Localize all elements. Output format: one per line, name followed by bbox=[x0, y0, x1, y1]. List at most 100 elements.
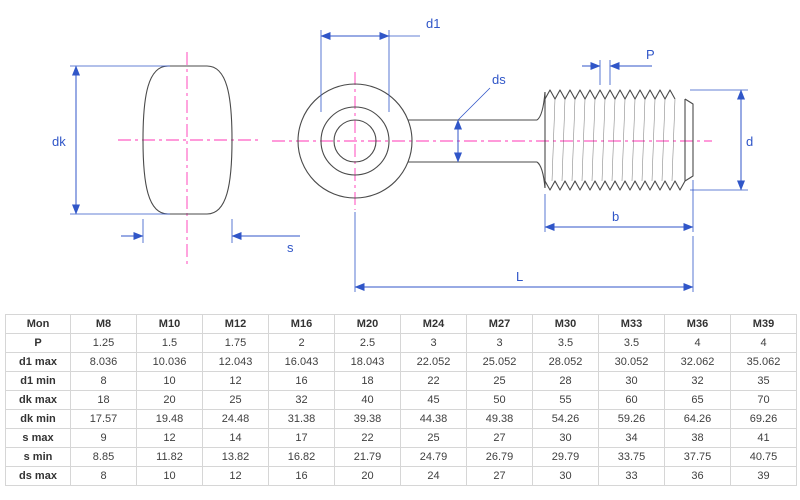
value-cell: 14 bbox=[202, 428, 269, 448]
table-header-cell: M36 bbox=[664, 314, 731, 334]
value-cell: 4 bbox=[664, 333, 731, 353]
table-header-cell: M20 bbox=[334, 314, 401, 334]
eye-front-view bbox=[297, 83, 413, 199]
dim-label-b: b bbox=[612, 209, 619, 224]
value-cell: 2.5 bbox=[334, 333, 401, 353]
value-cell: 21.79 bbox=[334, 447, 401, 467]
table-header-cell: M24 bbox=[400, 314, 467, 334]
value-cell: 32 bbox=[664, 371, 731, 391]
dim-label-d1: d1 bbox=[426, 16, 440, 31]
value-cell: 32.062 bbox=[664, 352, 731, 372]
value-cell: 22 bbox=[400, 371, 467, 391]
value-cell: 20 bbox=[136, 390, 203, 410]
value-cell: 8 bbox=[70, 466, 137, 486]
value-cell: 3 bbox=[466, 333, 533, 353]
value-cell: 39.38 bbox=[334, 409, 401, 429]
value-cell: 70 bbox=[730, 390, 797, 410]
value-cell: 31.38 bbox=[268, 409, 335, 429]
value-cell: 35 bbox=[730, 371, 797, 391]
row-label-cell: dk max bbox=[5, 390, 71, 410]
value-cell: 30.052 bbox=[598, 352, 665, 372]
value-cell: 22.052 bbox=[400, 352, 467, 372]
dim-b: b bbox=[544, 180, 694, 232]
table-header-cell: M27 bbox=[466, 314, 533, 334]
value-cell: 27 bbox=[466, 466, 533, 486]
dim-label-P: P bbox=[646, 47, 655, 62]
value-cell: 40 bbox=[334, 390, 401, 410]
value-cell: 24.48 bbox=[202, 409, 269, 429]
value-cell: 3 bbox=[400, 333, 467, 353]
shank-and-thread bbox=[408, 89, 694, 191]
value-cell: 40.75 bbox=[730, 447, 797, 467]
value-cell: 3.5 bbox=[532, 333, 599, 353]
dim-label-ds: ds bbox=[492, 72, 506, 87]
row-label-cell: dk min bbox=[5, 409, 71, 429]
value-cell: 36 bbox=[664, 466, 731, 486]
value-cell: 16 bbox=[268, 466, 335, 486]
technical-drawing: dk s d1 ds P d b bbox=[52, 16, 753, 292]
dim-label-s: s bbox=[287, 240, 294, 255]
value-cell: 17.57 bbox=[70, 409, 137, 429]
value-cell: 33 bbox=[598, 466, 665, 486]
value-cell: 8.036 bbox=[70, 352, 137, 372]
table-header-cell: M16 bbox=[268, 314, 335, 334]
value-cell: 27 bbox=[466, 428, 533, 448]
value-cell: 29.79 bbox=[532, 447, 599, 467]
dim-dk: dk bbox=[52, 65, 170, 215]
value-cell: 50 bbox=[466, 390, 533, 410]
row-label-cell: ds max bbox=[5, 466, 71, 486]
dim-s: s bbox=[121, 219, 300, 255]
value-cell: 1.75 bbox=[202, 333, 269, 353]
centerlines bbox=[118, 52, 712, 268]
value-cell: 3.5 bbox=[598, 333, 665, 353]
dim-L: L bbox=[354, 212, 694, 292]
value-cell: 18 bbox=[70, 390, 137, 410]
value-cell: 9 bbox=[70, 428, 137, 448]
value-cell: 65 bbox=[664, 390, 731, 410]
value-cell: 34 bbox=[598, 428, 665, 448]
value-cell: 1.5 bbox=[136, 333, 203, 353]
value-cell: 30 bbox=[532, 428, 599, 448]
table-header-cell: M8 bbox=[70, 314, 137, 334]
value-cell: 38 bbox=[664, 428, 731, 448]
dim-d1: d1 bbox=[320, 16, 440, 112]
table-header-cell: Mon bbox=[5, 314, 71, 334]
value-cell: 39 bbox=[730, 466, 797, 486]
value-cell: 17 bbox=[268, 428, 335, 448]
dim-ds: ds bbox=[454, 72, 506, 163]
value-cell: 13.82 bbox=[202, 447, 269, 467]
value-cell: 25 bbox=[400, 428, 467, 448]
value-cell: 28.052 bbox=[532, 352, 599, 372]
value-cell: 18.043 bbox=[334, 352, 401, 372]
value-cell: 37.75 bbox=[664, 447, 731, 467]
value-cell: 55 bbox=[532, 390, 599, 410]
value-cell: 10 bbox=[136, 466, 203, 486]
value-cell: 10.036 bbox=[136, 352, 203, 372]
value-cell: 18 bbox=[334, 371, 401, 391]
value-cell: 8 bbox=[70, 371, 137, 391]
value-cell: 30 bbox=[598, 371, 665, 391]
value-cell: 69.26 bbox=[730, 409, 797, 429]
value-cell: 25 bbox=[202, 390, 269, 410]
value-cell: 35.062 bbox=[730, 352, 797, 372]
value-cell: 64.26 bbox=[664, 409, 731, 429]
table-header-cell: M30 bbox=[532, 314, 599, 334]
value-cell: 12 bbox=[202, 466, 269, 486]
head-side-view bbox=[142, 65, 233, 215]
value-cell: 54.26 bbox=[532, 409, 599, 429]
value-cell: 12 bbox=[202, 371, 269, 391]
row-label-cell: d1 max bbox=[5, 352, 71, 372]
value-cell: 24 bbox=[400, 466, 467, 486]
value-cell: 1.25 bbox=[70, 333, 137, 353]
table-header-cell: M33 bbox=[598, 314, 665, 334]
value-cell: 59.26 bbox=[598, 409, 665, 429]
value-cell: 20 bbox=[334, 466, 401, 486]
table-header-cell: M12 bbox=[202, 314, 269, 334]
